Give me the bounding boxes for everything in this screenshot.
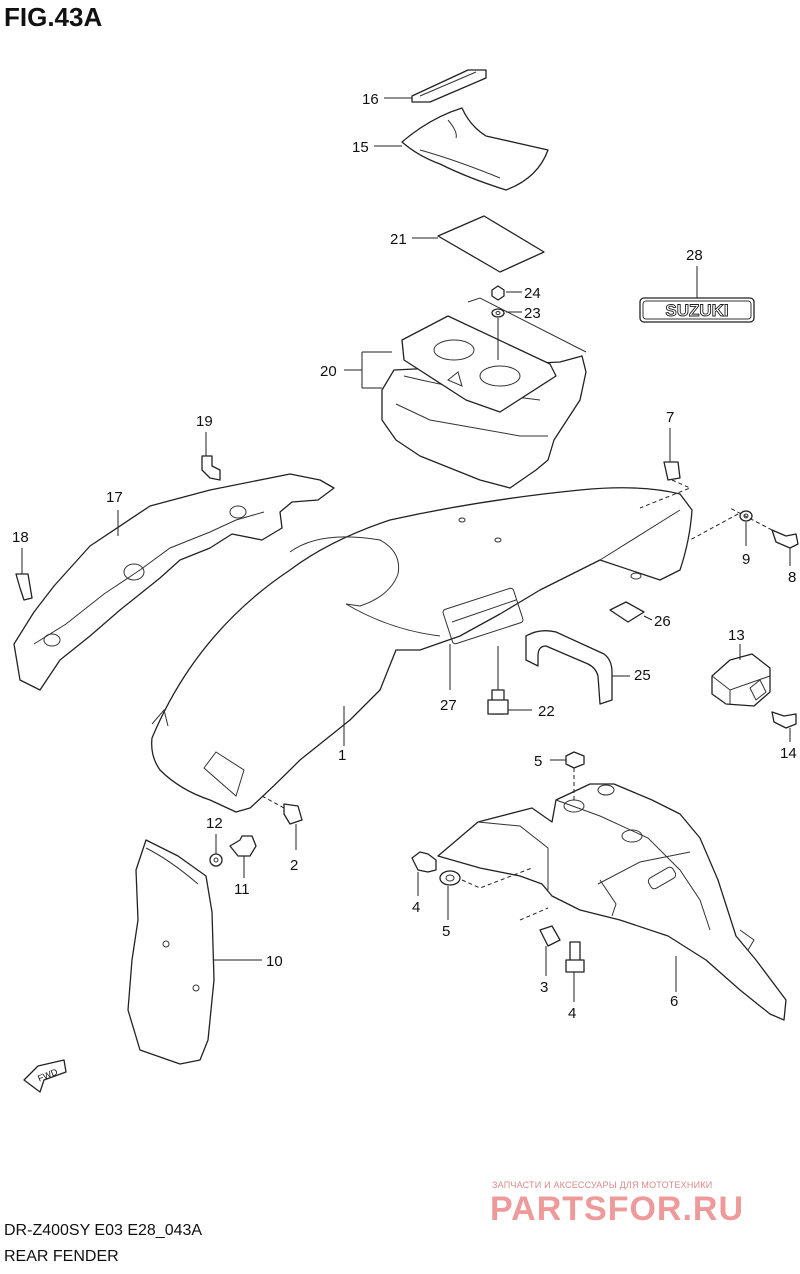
part-7-clip-nut <box>663 428 681 481</box>
part-1-rear-fender <box>151 487 693 813</box>
part-19-bolt <box>201 432 221 481</box>
emblem-text: SUZUKI <box>665 301 728 320</box>
callout-4a: 4 <box>412 899 420 916</box>
callout-17: 17 <box>106 489 123 506</box>
callout-16: 16 <box>362 91 379 108</box>
leader-20 <box>344 351 392 389</box>
part-4-left-bolt <box>411 851 437 896</box>
part-13-relay <box>711 644 771 707</box>
callout-25: 25 <box>634 667 651 684</box>
callout-10: 10 <box>266 953 283 970</box>
callout-22: 22 <box>538 703 555 720</box>
watermark-brand: PARTSFOR.RU <box>490 1190 745 1228</box>
callout-23: 23 <box>524 305 541 322</box>
part-4-lower-bolt <box>565 941 585 1002</box>
part-21-pad <box>437 215 545 273</box>
part-6-rear-bracket <box>437 783 787 1021</box>
figure-caption: REAR FENDER <box>4 1248 119 1265</box>
callout-11: 11 <box>234 881 250 898</box>
leader-8-dashed <box>729 507 773 531</box>
callout-13: 13 <box>728 627 745 644</box>
callout-7: 7 <box>666 409 674 426</box>
part-24-nut <box>491 285 505 301</box>
part-10-mud-flap <box>127 839 262 1065</box>
part-15-tool-bag <box>401 107 549 191</box>
callout-21: 21 <box>390 231 407 248</box>
callout-18: 18 <box>12 529 29 546</box>
callout-19: 19 <box>196 413 213 430</box>
callout-5b: 5 <box>442 923 450 940</box>
part-26-pad <box>609 601 653 623</box>
part-25-grip <box>525 630 630 705</box>
part-14-bolt <box>771 711 797 742</box>
part-12-washer <box>209 834 223 867</box>
watermark-tagline: ЗАПЧАСТИ И АКСЕССУАРЫ ДЛЯ МОТОТЕХНИКИ <box>492 1180 713 1190</box>
callout-26: 26 <box>654 613 671 630</box>
callout-8: 8 <box>788 569 796 586</box>
fwd-arrow-icon: FWD <box>23 1059 67 1093</box>
part-16-strap <box>411 69 487 103</box>
part-20-tool-tray <box>381 297 587 489</box>
part-22-bolt <box>487 646 532 715</box>
callout-4b: 4 <box>568 1005 576 1022</box>
callout-2: 2 <box>290 857 298 874</box>
callout-14: 14 <box>780 745 797 762</box>
part-5-upper-grommet <box>550 751 585 800</box>
part-23-washer <box>491 308 505 318</box>
callout-24: 24 <box>524 285 541 302</box>
callout-1: 1 <box>338 747 346 764</box>
leader-9-dashed <box>689 513 739 541</box>
callout-3: 3 <box>540 979 548 996</box>
callout-27: 27 <box>440 697 457 714</box>
callout-6: 6 <box>670 993 678 1010</box>
model-code: DR-Z400SY E03 E28_043A <box>4 1222 203 1239</box>
callout-28: 28 <box>686 247 703 264</box>
part-8-bolt <box>771 529 799 566</box>
part-3-clip-nut <box>519 907 561 976</box>
part-5-lower-collar <box>439 867 533 920</box>
part-18-bolt <box>15 548 33 601</box>
callout-20: 20 <box>320 363 337 380</box>
part-28-suzuki-emblem: SUZUKI <box>639 297 755 323</box>
callout-12: 12 <box>206 815 223 832</box>
part-17-side-cover <box>13 473 335 691</box>
callout-9: 9 <box>742 551 750 568</box>
figure-title: FIG.43A <box>4 2 103 32</box>
part-2-bolt <box>261 795 303 850</box>
callout-5a: 5 <box>534 753 542 770</box>
part-11-bolt <box>229 835 257 878</box>
callout-15: 15 <box>352 139 369 156</box>
